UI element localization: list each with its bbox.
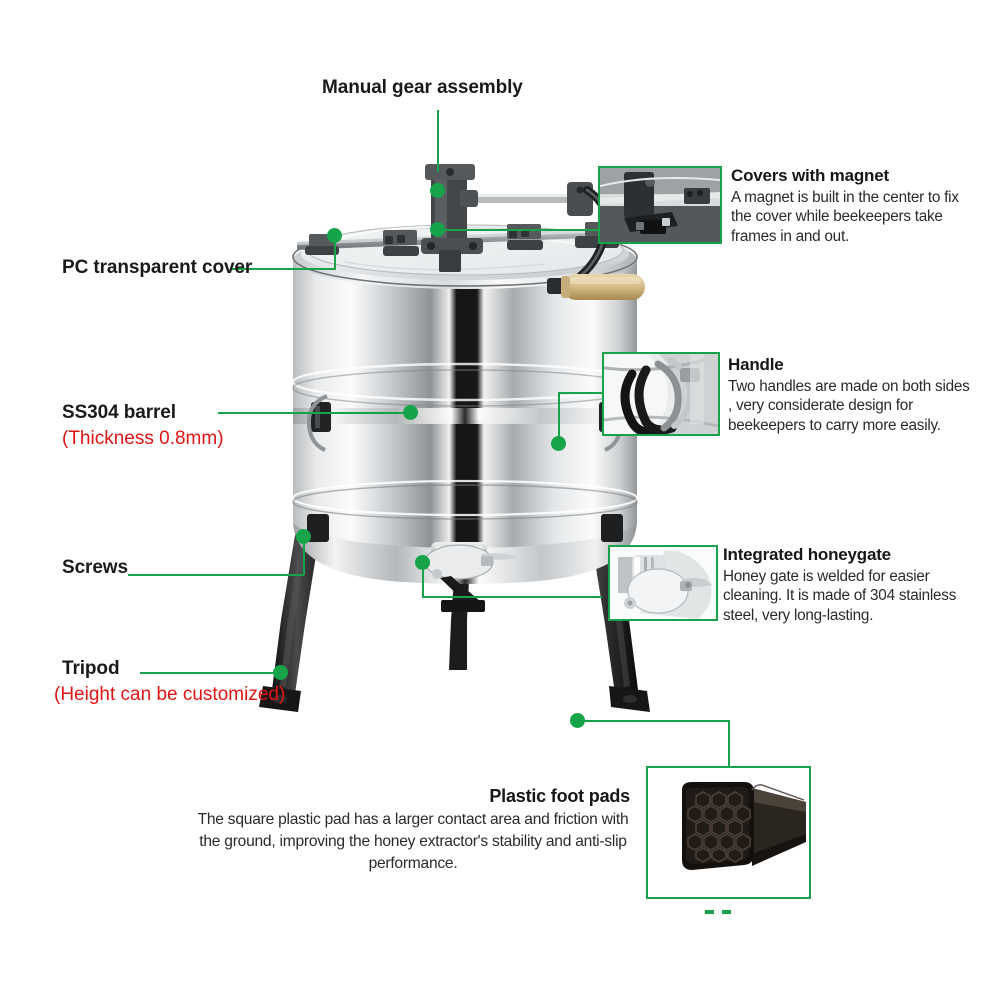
connector-honeygate-riser — [422, 562, 424, 598]
connector-magnet — [437, 229, 602, 231]
callout-title-handle: Handle — [728, 355, 784, 374]
honeygate — [424, 542, 517, 612]
connector-footpad — [585, 720, 730, 722]
connector-gear — [437, 110, 439, 172]
connector-footpad-riser — [728, 720, 730, 766]
callout-body-handle: Two handles are made on both sides , ver… — [728, 378, 970, 434]
anchor-dot-tripod — [273, 665, 288, 680]
photo-honeygate — [608, 545, 718, 621]
callout-plastic-foot-pads: Plastic foot pads The square plastic pad… — [196, 786, 631, 875]
photo-foot-pad — [646, 766, 811, 899]
connector-handle-riser — [558, 392, 560, 444]
photo-handle — [602, 352, 720, 436]
callout-title-integrated-honeygate: Integrated honeygate — [723, 545, 891, 564]
anchor-dot-handle — [551, 436, 566, 451]
connector-screws-riser — [303, 536, 305, 575]
label-ss304-barrel: SS304 barrel — [62, 402, 176, 423]
connector-cover-riser — [334, 239, 336, 269]
callout-covers-with-magnet: Covers with magnet A magnet is built in … — [731, 166, 981, 246]
anchor-dot-gear — [430, 183, 445, 198]
connector-handle — [558, 392, 602, 394]
connector-barrel — [218, 412, 410, 414]
connector-cover — [231, 268, 336, 270]
label-tripod-note: (Height can be customized) — [54, 684, 286, 705]
decor-dash-right — [722, 910, 731, 914]
callout-body-integrated-honeygate: Honey gate is welded for easier cleaning… — [723, 568, 957, 624]
label-tripod: Tripod — [62, 658, 120, 679]
label-ss304-barrel-note: (Thickness 0.8mm) — [62, 428, 224, 449]
label-pc-transparent-cover: PC transparent cover — [62, 257, 253, 278]
photo-covers-with-magnet — [598, 166, 722, 244]
callout-handle: Handle Two handles are made on both side… — [728, 355, 974, 435]
callout-title-plastic-foot-pads: Plastic foot pads — [489, 786, 630, 806]
anchor-dot-footpad — [570, 713, 585, 728]
anchor-dot-cover — [327, 228, 342, 243]
connector-tripod — [140, 672, 282, 674]
connector-screws — [128, 574, 304, 576]
callout-integrated-honeygate: Integrated honeygate Honey gate is welde… — [723, 545, 971, 625]
anchor-dot-honeygate — [415, 555, 430, 570]
callout-body-plastic-foot-pads: The square plastic pad has a larger cont… — [197, 811, 629, 873]
anchor-dot-magnet — [430, 222, 445, 237]
anchor-dot-barrel — [403, 405, 418, 420]
honey-extractor-illustration — [259, 164, 650, 712]
callout-body-covers-with-magnet: A magnet is built in the center to fix t… — [731, 189, 959, 245]
callout-title-covers-with-magnet: Covers with magnet — [731, 166, 889, 185]
label-manual-gear-assembly: Manual gear assembly — [322, 77, 523, 98]
label-screws: Screws — [62, 557, 128, 578]
connector-honeygate — [422, 596, 602, 598]
decor-dash-left — [705, 910, 714, 914]
